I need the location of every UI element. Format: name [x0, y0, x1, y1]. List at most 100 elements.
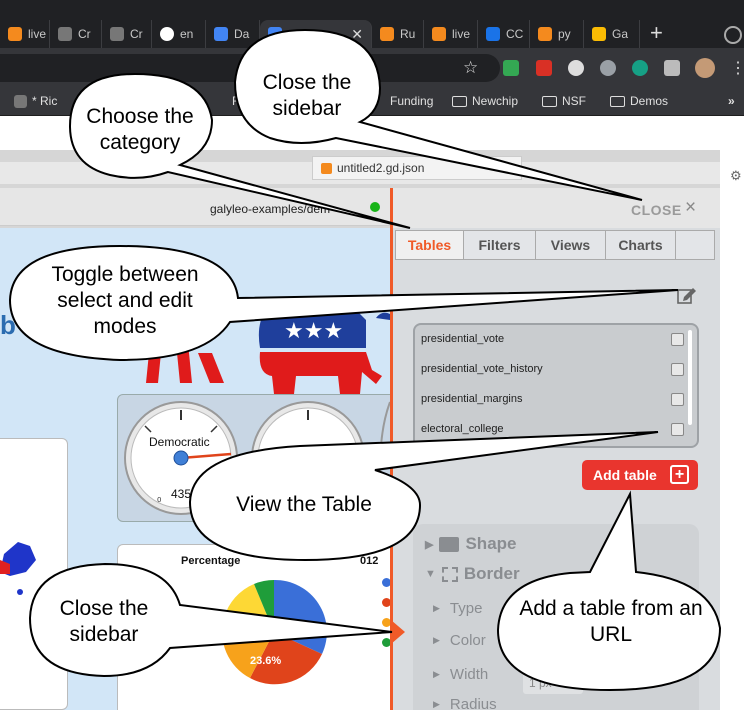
tab-label: live	[28, 27, 47, 41]
browser-tab[interactable]: Ru	[372, 20, 424, 48]
tab-tables[interactable]: Tables	[396, 231, 464, 259]
extension-icon[interactable]	[536, 60, 552, 76]
bookmarks-more-icon[interactable]: »	[728, 94, 735, 108]
settings-gear-icon[interactable]: ⚙	[730, 168, 742, 183]
file-tab-label: untitled2.gd.json	[337, 161, 425, 175]
close-file-tab-icon[interactable]: ✕	[500, 160, 511, 175]
extension-icon[interactable]	[632, 60, 648, 76]
view-table-icon[interactable]	[671, 333, 684, 346]
pie-chart	[222, 579, 327, 685]
callout-text-toggle-modes: Toggle between select and edit modes	[51, 263, 199, 338]
browser-tab[interactable]: en	[152, 20, 206, 48]
bookmark-label: * Ric	[32, 94, 58, 108]
table-item-presidential-vote[interactable]: presidential_vote	[421, 333, 505, 345]
table-item-presidential-vote-history[interactable]: presidential_vote_history	[421, 363, 543, 375]
gauge-value: 435	[171, 487, 192, 501]
scrollbar[interactable]	[688, 330, 692, 425]
tab-label: py	[558, 27, 571, 41]
shape-label: Shape	[465, 534, 517, 553]
view-table-icon[interactable]	[671, 393, 684, 406]
democrat-logo-image	[146, 343, 224, 383]
browser-tab[interactable]: py	[530, 20, 584, 48]
view-table-icon[interactable]	[671, 363, 684, 376]
drive-extension-icon[interactable]	[503, 60, 519, 76]
table-item-presidential-margins[interactable]: presidential_margins	[421, 393, 523, 405]
svg-text:0: 0	[157, 496, 161, 504]
pie-chart-title-suffix: 012	[360, 555, 379, 567]
chevron-down-icon: ▼	[425, 568, 436, 580]
folder-icon	[610, 95, 625, 107]
color-row[interactable]: ▶ Color	[433, 632, 486, 649]
callout-text-add-table-url: Add a table from an URL	[519, 597, 703, 646]
callout-text-view-table: View the Table	[236, 493, 372, 516]
github-icon	[160, 27, 174, 41]
tab-views[interactable]: Views	[536, 231, 606, 259]
bookmark-folder[interactable]: Demos	[610, 94, 668, 108]
profile-avatar[interactable]	[695, 58, 715, 78]
sidebar-toggle-arrow[interactable]	[391, 620, 405, 644]
dashboard-header: galyleo-examples/dem	[0, 188, 392, 226]
gauge-label: Democratic	[149, 435, 210, 449]
border-label: Border	[463, 564, 520, 583]
bookmark-star-icon[interactable]: ☆	[463, 58, 479, 77]
bookmark-item[interactable]: * Ric	[14, 94, 57, 108]
bookmark-folder[interactable]: NSF	[542, 94, 586, 108]
add-table-label: Add table	[593, 467, 657, 483]
tab-label: CC	[506, 27, 524, 41]
browser-tab[interactable]: live	[424, 20, 478, 48]
tab-label: Cr	[130, 27, 143, 41]
window-control-icon[interactable]	[724, 26, 742, 44]
tab-favicon-icon	[268, 27, 282, 41]
tab-label: en	[180, 27, 194, 41]
browser-tab[interactable]: CC	[478, 20, 530, 48]
extension-icon[interactable]	[600, 60, 616, 76]
bookmark-label: NSF	[562, 94, 586, 108]
view-table-icon[interactable]	[671, 423, 684, 436]
edit-mode-icon[interactable]	[677, 286, 697, 304]
border-section[interactable]: ▼ Border	[425, 564, 520, 584]
browser-tab-active[interactable]: ✕	[260, 20, 372, 48]
close-icon[interactable]: ×	[685, 197, 697, 218]
tab-favicon-icon	[432, 27, 446, 41]
type-row[interactable]: ▶ Type	[433, 600, 482, 617]
browser-tabstrip: live Cr Cr en Da ✕ Ru live CC py Ga +	[0, 0, 744, 48]
menu-icon[interactable]: ⋮	[730, 60, 744, 77]
radius-label: Radius	[449, 696, 497, 710]
tab-label: Ga	[612, 27, 629, 41]
close-sidebar-button[interactable]: CLOSE	[631, 202, 682, 218]
stackoverflow-icon	[538, 27, 552, 41]
radius-row[interactable]: ▶ Radius	[433, 696, 497, 710]
add-table-button[interactable]: Add table +	[582, 460, 698, 490]
chevron-right-icon: ▶	[433, 669, 440, 679]
plus-icon: +	[670, 465, 689, 484]
puzzle-extensions-icon[interactable]	[664, 60, 680, 76]
docs-icon	[214, 27, 228, 41]
tab-charts[interactable]: Charts	[606, 231, 676, 259]
sidebar-header: CLOSE ×	[393, 188, 720, 228]
tab-favicon-icon	[110, 27, 124, 41]
new-tab-button[interactable]: +	[650, 20, 663, 45]
tab-favicon-icon	[380, 27, 394, 41]
browser-tab[interactable]: Cr	[102, 20, 152, 48]
blue-shape	[376, 312, 390, 320]
width-input[interactable]: 1 px	[523, 672, 583, 694]
callout-text-close-sidebar-bottom: Close the sidebar	[59, 597, 149, 646]
image-icon	[439, 536, 460, 552]
browser-tab[interactable]: Ga	[584, 20, 640, 48]
file-tab[interactable]: untitled2.gd.json ✕	[312, 156, 522, 180]
bookmark-item[interactable]: Funding	[390, 94, 433, 108]
browser-tab[interactable]: live	[0, 20, 50, 48]
extension-icon[interactable]	[568, 60, 584, 76]
bookmark-folder[interactable]: Newchip	[452, 94, 518, 108]
browser-tab[interactable]: Da	[206, 20, 260, 48]
table-item-electoral-college[interactable]: electoral_college	[421, 423, 504, 435]
browser-tab[interactable]: Cr	[50, 20, 102, 48]
tab-filters[interactable]: Filters	[464, 231, 536, 259]
close-tab-icon[interactable]: ✕	[351, 25, 363, 42]
width-label: Width	[449, 666, 489, 683]
callout-text-close-sidebar-top: Close the sidebar	[262, 71, 352, 120]
bookmark-label: Newchip	[472, 94, 519, 108]
folder-icon	[542, 95, 557, 107]
width-row[interactable]: ▶ Width	[433, 666, 488, 683]
shape-section[interactable]: ▶ Shape	[425, 534, 517, 554]
